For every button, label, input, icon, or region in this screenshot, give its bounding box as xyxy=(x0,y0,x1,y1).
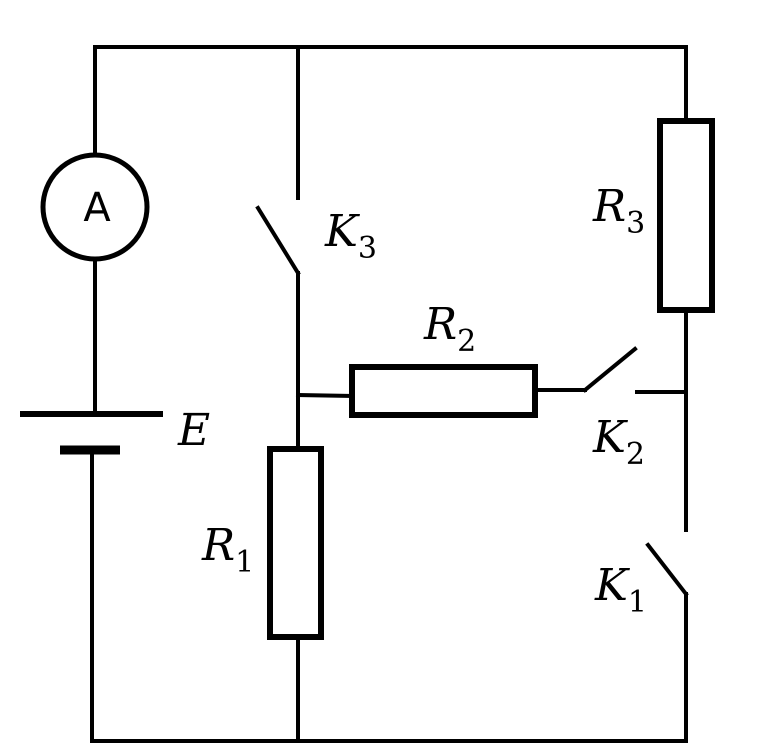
switch-K2 xyxy=(582,346,638,393)
resistor-R2 xyxy=(349,364,538,418)
K3-label: K3 xyxy=(324,206,377,266)
R2-label: R2 xyxy=(423,299,476,359)
ammeter: A xyxy=(40,152,150,262)
battery-E xyxy=(20,411,163,455)
resistor-R3 xyxy=(657,118,715,313)
resistor-R1 xyxy=(267,446,324,640)
R3-label: R3 xyxy=(592,181,645,241)
K2-label: K2 xyxy=(592,412,645,472)
battery-label: E xyxy=(177,405,210,456)
K1-label: K1 xyxy=(594,560,647,620)
switch-K1 xyxy=(645,542,689,597)
r2-wire-left xyxy=(295,392,355,399)
ammeter-label: A xyxy=(83,185,111,231)
switch-K3 xyxy=(255,205,301,276)
R1-label: R1 xyxy=(201,520,254,580)
